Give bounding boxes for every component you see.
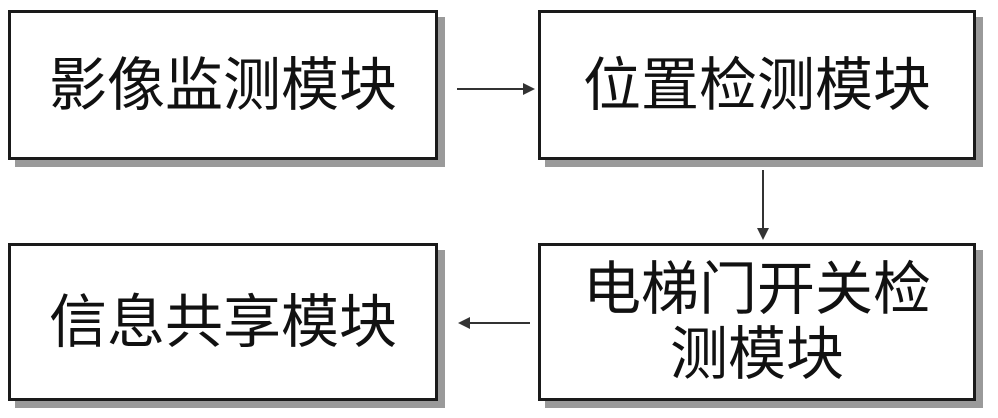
position-detection-module-box: 位置检测模块 bbox=[538, 10, 976, 160]
position-detection-module-label: 位置检测模块 bbox=[582, 50, 931, 119]
elevator-door-detection-module-label: 电梯门开关检测模块 bbox=[582, 255, 931, 388]
image-monitoring-module-box: 影像监测模块 bbox=[8, 10, 438, 160]
info-sharing-module-label: 信息共享模块 bbox=[48, 287, 397, 356]
info-sharing-module-box: 信息共享模块 bbox=[8, 243, 438, 401]
image-monitoring-module-label: 影像监测模块 bbox=[48, 50, 397, 119]
elevator-door-detection-module-box: 电梯门开关检测模块 bbox=[538, 243, 976, 401]
